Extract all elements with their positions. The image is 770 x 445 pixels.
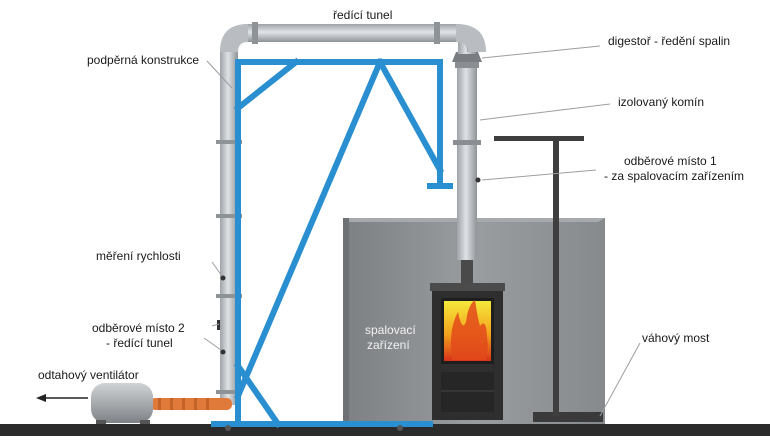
label-sampling-point-2-line2: - ředící tunel	[106, 336, 173, 350]
support-frame	[211, 57, 453, 429]
exhaust-fan	[91, 383, 232, 424]
label-sampling-point-1-line1: odběrové místo 1	[624, 154, 717, 168]
label-weighing-bridge: váhový most	[642, 331, 710, 345]
label-support-structure: podpěrná konstrukce	[87, 53, 200, 67]
stove	[430, 283, 505, 420]
floor	[0, 424, 770, 436]
label-flue-hood: digestoř - ředění spalin	[608, 34, 731, 48]
label-sampling-point-2-line1: odběrové místo 2	[92, 321, 185, 335]
label-velocity-measurement: měření rychlosti	[96, 249, 181, 263]
frame-foot-left	[225, 425, 231, 431]
exhaust-arrow	[36, 394, 88, 402]
label-exhaust-fan: odtahový ventilátor	[38, 368, 139, 382]
label-combustion-device-line1: spalovací	[365, 323, 416, 337]
label-combustion-device-line2: zařízení	[367, 338, 410, 352]
label-sampling-point-1-line2: - za spalovacím zařízením	[604, 169, 745, 183]
right-support-post	[494, 136, 584, 416]
label-dilution-tunnel-top: ředící tunel	[333, 8, 393, 22]
frame-foot-right	[397, 425, 403, 431]
dilution-tunnel	[216, 22, 486, 405]
weighing-bridge-plate	[533, 412, 603, 422]
label-insulated-chimney: izolovaný komín	[618, 95, 705, 109]
insulated-chimney	[453, 58, 481, 284]
leader-lines	[203, 45, 641, 417]
